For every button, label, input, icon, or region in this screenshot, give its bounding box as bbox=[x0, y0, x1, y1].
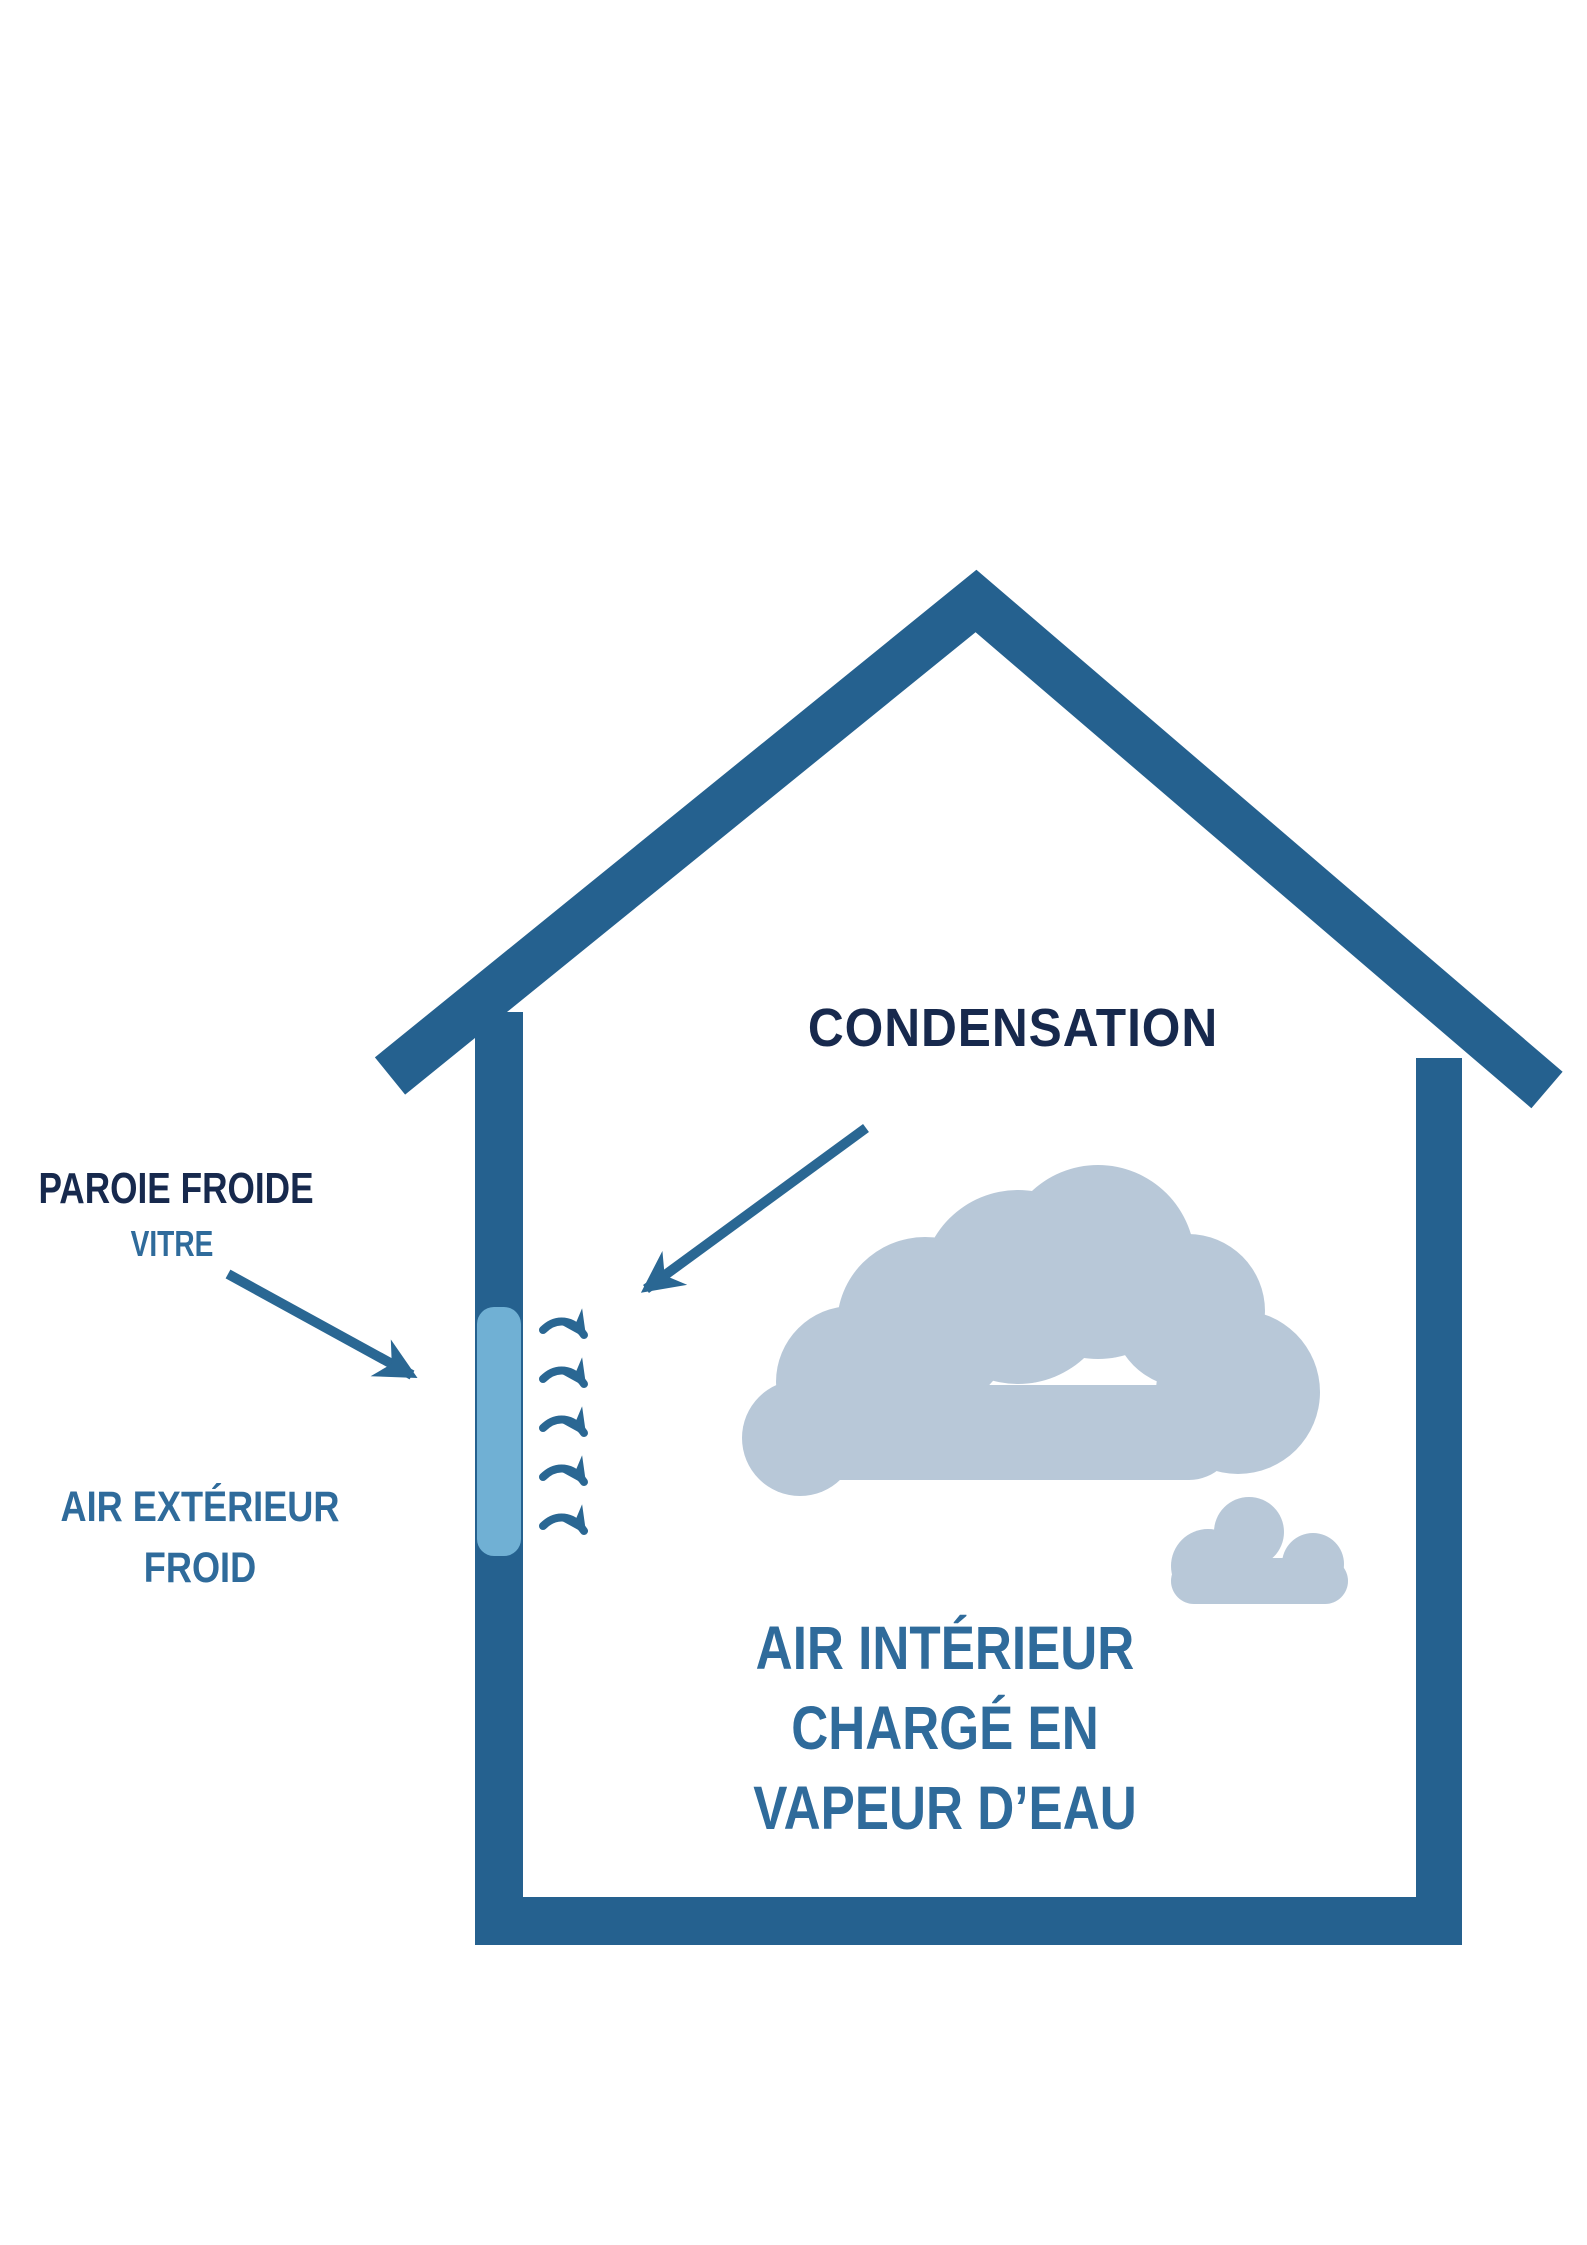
paroie-froide-label: PAROIE FROIDE bbox=[38, 1164, 314, 1213]
roof bbox=[374, 569, 1563, 1109]
vapor-cloud-small-icon bbox=[1171, 1497, 1348, 1604]
floor bbox=[475, 1897, 1462, 1945]
air-interieur-line3: VAPEUR D’EAU bbox=[753, 1774, 1137, 1842]
airflow-gust-arrows-icon bbox=[539, 1308, 588, 1535]
vapor-cloud-large-icon bbox=[742, 1165, 1320, 1496]
window-pane-icon bbox=[477, 1307, 521, 1556]
air-exterieur-line2: FROID bbox=[143, 1544, 257, 1592]
glass-pointer-arrow-icon bbox=[225, 1269, 418, 1380]
condensation-title: CONDENSATION bbox=[807, 998, 1219, 1058]
air-exterieur-froid-label: AIR EXTÉRIEUR FROID bbox=[61, 1477, 340, 1599]
condensation-pointer-arrow-icon bbox=[640, 1123, 869, 1294]
vitre-label: VITRE bbox=[130, 1223, 214, 1264]
right-wall bbox=[1416, 1058, 1462, 1945]
air-exterieur-line1: AIR EXTÉRIEUR bbox=[60, 1483, 340, 1531]
air-interieur-line1: AIR INTÉRIEUR bbox=[755, 1614, 1135, 1682]
air-interieur-line2: CHARGÉ EN bbox=[791, 1694, 1099, 1762]
air-interieur-vapeur-label: AIR INTÉRIEUR CHARGÉ EN VAPEUR D’EAU bbox=[753, 1608, 1136, 1848]
